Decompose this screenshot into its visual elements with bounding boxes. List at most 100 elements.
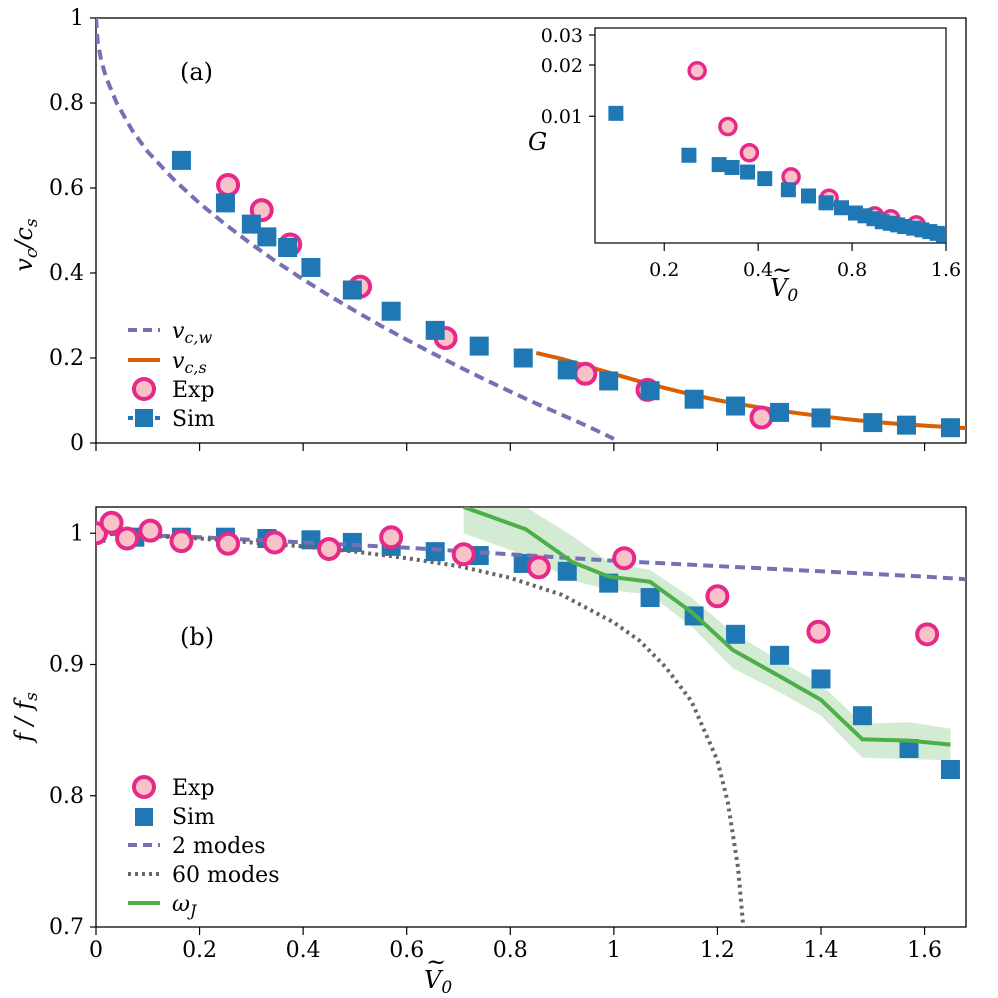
sim-point (381, 301, 401, 321)
sim-point (608, 105, 624, 121)
sim-point (726, 624, 746, 644)
exp-point (573, 361, 598, 386)
inset-xlabel-tilde: ~ (772, 256, 792, 284)
sim-point (852, 706, 872, 726)
exp-point (317, 537, 342, 561)
x-tick-label: 0.4 (286, 938, 321, 963)
series-line (463, 507, 951, 747)
legend-b-exp-swatch (132, 775, 156, 799)
x-tick-label: 0.2 (649, 259, 679, 281)
sim-point (724, 159, 740, 175)
sim-point (899, 739, 919, 758)
exp-point (915, 622, 940, 647)
x-tick-label: 1 (607, 938, 621, 963)
sim-point (301, 530, 321, 550)
panel-a: 00.20.40.60.81 (a) vc/cs vc,w vc,s Exp S… (10, 6, 998, 456)
panel-a-ylabel: vc/cs (10, 218, 42, 272)
y-tick-label: 0.7 (49, 915, 84, 940)
sim-point (513, 348, 533, 368)
panel-b-label: (b) (180, 623, 214, 651)
exp-point (138, 518, 163, 543)
legend-b-2modes: 2 modes (172, 834, 266, 859)
exp-point (526, 555, 551, 580)
sim-point (990, 421, 998, 440)
panel-b-xlabel: V0 (424, 966, 452, 998)
exp-point (216, 173, 241, 198)
sim-point (557, 561, 577, 581)
sim-point (640, 381, 660, 401)
panel-a-frame (95, 17, 967, 444)
exp-point (115, 526, 140, 551)
sim-point (811, 669, 831, 689)
y-tick-label: 0.02 (541, 55, 583, 77)
legend-a-exp-swatch (132, 377, 156, 401)
sim-point (640, 588, 660, 608)
panel-b-data (96, 507, 966, 927)
sim-point (800, 188, 816, 204)
y-tick-label: 0.2 (49, 346, 84, 371)
sim-point (599, 371, 619, 391)
legend-b-exp: Exp (172, 776, 215, 801)
legend-b-omega: ωJ (172, 892, 198, 920)
sim-point (342, 532, 362, 552)
sim-point (469, 336, 489, 356)
exp-point (99, 510, 124, 535)
exp-point (262, 530, 287, 555)
legend-a-vcs: vc,s (172, 349, 207, 377)
exp-point (739, 143, 760, 163)
legend-b-60modes: 60 modes (172, 863, 280, 888)
legend-a-vcw: vc,w (172, 319, 212, 347)
y-tick-label: 0.6 (49, 176, 84, 201)
exp-point (216, 531, 241, 556)
sim-point (257, 227, 277, 247)
panel-a-legend: vc,w vc,s Exp Sim (128, 319, 215, 432)
legend-b-sim: Sim (172, 805, 215, 830)
panel-b-legend: Exp Sim 2 modes 60 modes ωJ (128, 775, 280, 920)
exp-point (705, 584, 730, 609)
x-tick-label: 0 (89, 938, 103, 963)
exp-point (806, 619, 831, 644)
x-tick-label: 0.4 (743, 259, 773, 281)
sim-point (757, 171, 773, 187)
exp-point (612, 546, 637, 571)
y-tick-label: 0 (70, 431, 84, 456)
x-tick-label: 1.2 (700, 938, 735, 963)
sim-point (241, 214, 261, 234)
exp-point (451, 542, 476, 567)
panel-b-frame (95, 506, 967, 928)
sim-point (863, 413, 883, 433)
x-tick-label: 1.6 (931, 259, 961, 281)
y-tick-label: 0.9 (49, 653, 84, 678)
legend-a-sim-swatch (135, 409, 153, 427)
series-line (96, 18, 615, 441)
panel-b-xlabel-tilde: ~ (426, 948, 446, 976)
sim-point (935, 227, 946, 243)
exp-point (687, 61, 707, 81)
panel-a-label: (a) (180, 58, 213, 86)
x-tick-label: 0.2 (182, 938, 217, 963)
exp-point (379, 525, 404, 550)
sim-point (940, 418, 960, 438)
x-tick-label: 1.6 (907, 938, 942, 963)
sim-point (301, 257, 321, 277)
sim-point (278, 238, 298, 257)
y-tick-label: 0.01 (541, 106, 583, 128)
exp-point (718, 116, 738, 137)
sim-point (425, 542, 445, 562)
sim-point (770, 402, 790, 422)
sim-point (681, 147, 697, 163)
sim-point (770, 645, 790, 665)
sim-point (940, 760, 960, 779)
sim-point (780, 182, 796, 198)
y-tick-label: 0.8 (49, 784, 84, 809)
y-tick-label: 0.4 (49, 261, 84, 286)
sim-point (896, 415, 916, 435)
sim-point (557, 360, 577, 380)
panel-a-data (96, 18, 998, 441)
sim-point (740, 164, 756, 180)
inset-ylabel: G (528, 128, 547, 156)
